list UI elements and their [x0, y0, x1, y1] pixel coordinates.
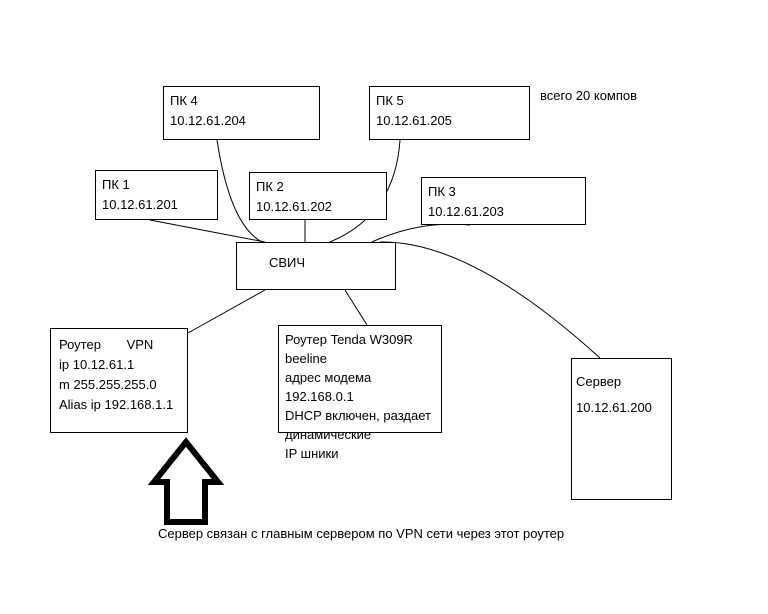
router-tenda-modem-ip: 192.168.0.1 [285, 389, 354, 404]
router-vpn-title: Роутер [59, 337, 101, 352]
wire-router-vpn-switch [187, 289, 266, 334]
pc1-ip: 10.12.61.201 [102, 197, 178, 212]
router-vpn-mask: m 255.255.255.0 [59, 377, 157, 392]
pc2-ip: 10.12.61.202 [256, 199, 332, 214]
router-tenda-model: Роутер Tenda W309R [285, 332, 413, 347]
wire-server-switch [379, 241, 601, 359]
pc1-name: ПК 1 [102, 177, 130, 192]
router-vpn-ip: ip 10.12.61.1 [59, 357, 135, 372]
wire-pc1-switch [149, 219, 266, 243]
router-tenda-node: Роутер Tenda W309R beeline адрес модема … [278, 325, 442, 461]
router-vpn-title-row: Роутер VPN [59, 335, 179, 355]
pc5-node: ПК 5 10.12.61.205 [369, 86, 530, 140]
router-tenda-dhcp: DHCP включен, раздает [285, 408, 431, 423]
switch-node: СВИЧ [236, 242, 396, 290]
pc2-name: ПК 2 [256, 179, 284, 194]
router-vpn-tag: VPN [126, 337, 154, 352]
router-tenda-modem-label: адрес модема [285, 370, 372, 385]
pc2-node: ПК 2 10.12.61.202 [249, 172, 387, 220]
pc3-node: ПК 3 10.12.61.203 [421, 177, 586, 225]
pc4-ip: 10.12.61.204 [170, 113, 246, 128]
wire-pc4-switch [216, 139, 263, 243]
server-name: Сервер [576, 374, 622, 389]
server-node: Сервер 10.12.61.200 [571, 358, 672, 500]
total-pcs-note: всего 20 компов [540, 88, 638, 103]
switch-label: СВИЧ [269, 255, 306, 270]
router-tenda-isp: beeline [285, 351, 327, 366]
up-arrow-icon [147, 437, 225, 525]
pc4-name: ПК 4 [170, 93, 198, 108]
router-vpn-node: Роутер VPN ip 10.12.61.1 m 255.255.255.0… [50, 328, 188, 433]
vpn-caption: Сервер связан с главным сервером по VPN … [158, 526, 565, 541]
pc4-node: ПК 4 10.12.61.204 [163, 86, 320, 140]
server-ip: 10.12.61.200 [576, 400, 652, 415]
pc5-ip: 10.12.61.205 [376, 113, 452, 128]
wire-pc3-switch [371, 223, 471, 243]
router-vpn-alias: Alias ip 192.168.1.1 [59, 397, 174, 412]
router-tenda-ip-note: IP шники [285, 446, 339, 461]
pc3-name: ПК 3 [428, 184, 456, 199]
pc1-node: ПК 1 10.12.61.201 [95, 170, 218, 220]
router-tenda-dynamic: динамические [285, 427, 372, 442]
pc3-ip: 10.12.61.203 [428, 204, 504, 219]
wire-router-tenda-switch [344, 289, 368, 326]
pc5-name: ПК 5 [376, 93, 404, 108]
